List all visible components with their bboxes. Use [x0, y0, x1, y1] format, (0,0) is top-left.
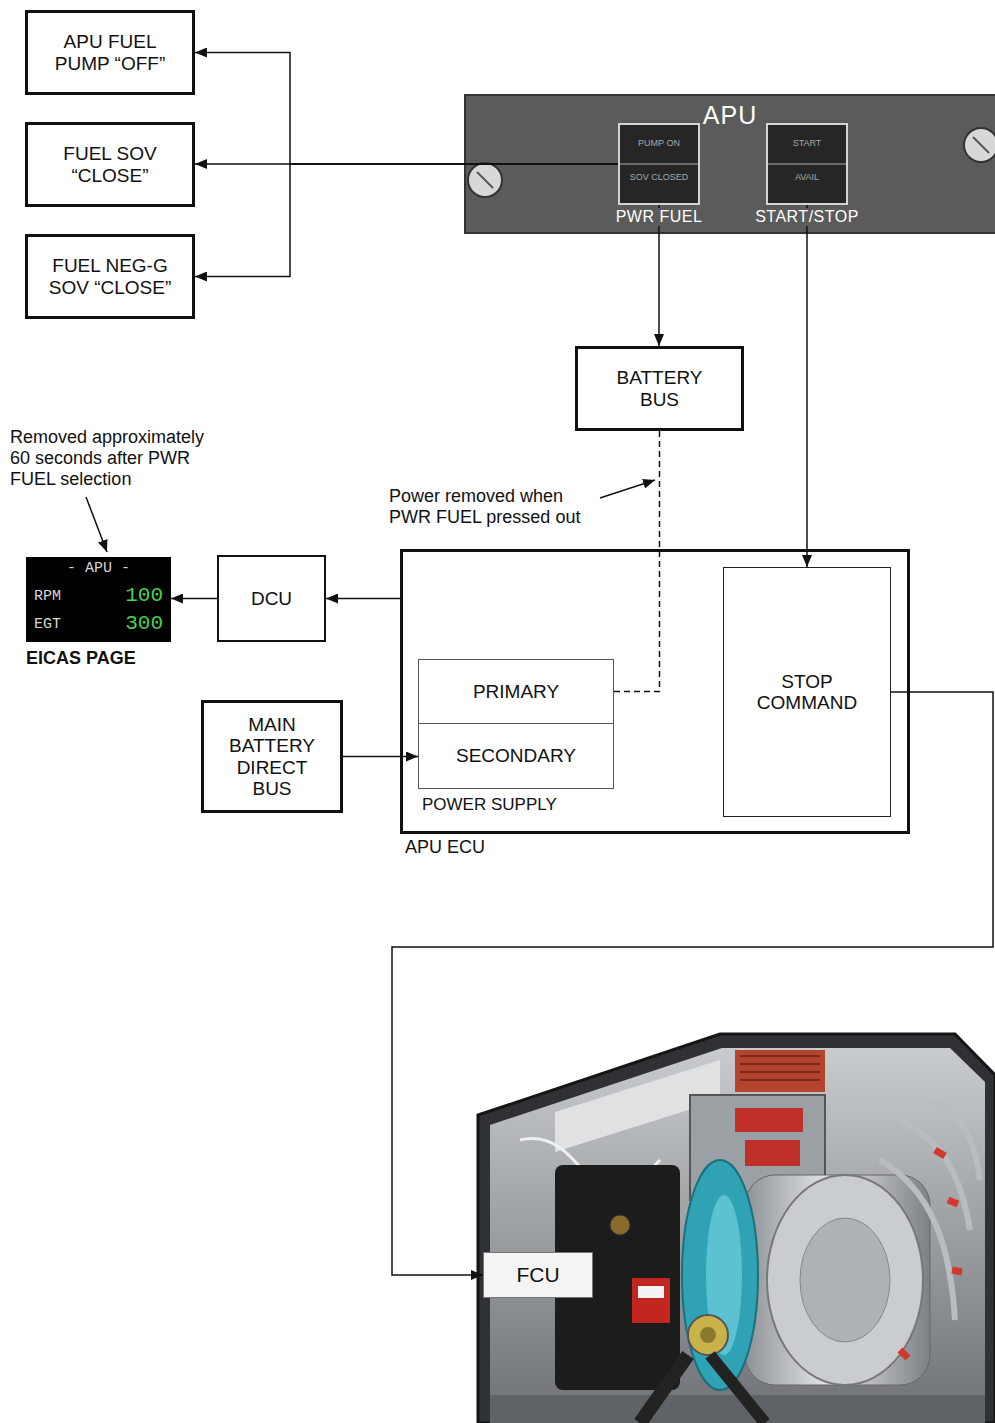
- note-text: Removed approximately 60 seconds after P…: [10, 427, 225, 490]
- teal-housing: [682, 1160, 758, 1390]
- power-supply: POWER SUPPLYPRIMARYSECONDARY: [418, 659, 614, 789]
- data-plate: [745, 1140, 800, 1166]
- gauge-center: [700, 1327, 716, 1343]
- connector-arrow: [195, 53, 618, 165]
- compartment-wall: [490, 1048, 985, 1423]
- supply-section: SECONDARY: [418, 723, 614, 789]
- status-box: APU FUEL PUMP “OFF”: [25, 10, 195, 95]
- coil-ribs: [740, 1056, 820, 1080]
- connector-arrow: [195, 164, 618, 277]
- node-text: START/STOP: [752, 208, 862, 226]
- node-text: FCU: [516, 1263, 559, 1287]
- node-text: START: [768, 139, 846, 149]
- node-text: PWR FUEL: [613, 208, 706, 226]
- node-text: EGT: [34, 617, 61, 634]
- bus-box: MAIN BATTERY DIRECT BUS: [201, 700, 343, 813]
- node-text: SECONDARY: [456, 745, 576, 766]
- node-text: STOP COMMAND: [747, 671, 867, 714]
- leader-line: [86, 497, 107, 552]
- node-text: AVAIL: [768, 173, 846, 183]
- tag-plate: [638, 1286, 664, 1298]
- leader-line: [600, 480, 655, 498]
- ecu-box: APU ECUPOWER SUPPLYPRIMARYSECONDARYSTOP …: [400, 549, 910, 834]
- node-text: EICAS PAGE: [26, 648, 136, 668]
- note-text: Power removed when PWR FUEL pressed out: [389, 486, 594, 528]
- screw-slot: [973, 137, 989, 153]
- dcu-box: DCU: [217, 555, 326, 642]
- command-box: STOP COMMAND: [723, 567, 891, 817]
- node-text: - APU -: [26, 561, 171, 578]
- screw-slot: [477, 172, 493, 188]
- pipes: [880, 1100, 980, 1320]
- connector-arrow: [326, 598, 400, 600]
- node-text: FUEL NEG-G SOV “CLOSE”: [48, 255, 173, 298]
- node-text: 300: [125, 612, 163, 636]
- red-tag: [632, 1278, 670, 1323]
- supply-section: PRIMARY: [418, 659, 614, 724]
- node-text: APU ECU: [405, 837, 485, 857]
- control-panel: APU PUMP ON SOV CLOSED PWR FUEL START AVAIL ST…: [465, 95, 995, 233]
- node-text: APU: [465, 101, 995, 129]
- eicas-display: - APU -RPM100EGT300EICAS PAGE: [26, 557, 171, 642]
- panel-screw: [468, 163, 502, 197]
- data-plate: [735, 1108, 803, 1132]
- status-box: FUEL SOV “CLOSE”: [25, 122, 195, 207]
- connector-arrow: [614, 431, 660, 692]
- connector-arrow: [806, 205, 808, 567]
- node-text: MAIN BATTERY DIRECT BUS: [226, 714, 318, 799]
- connector-arrow: [658, 205, 660, 346]
- node-text: SOV CLOSED: [620, 173, 698, 183]
- connector-arrow: [343, 756, 418, 758]
- support-tube: [710, 1355, 765, 1423]
- part-tag: FCU: [483, 1252, 593, 1298]
- node-text: APU FUEL PUMP “OFF”: [50, 31, 170, 74]
- fitting: [610, 1215, 630, 1235]
- red-coil: [735, 1050, 825, 1092]
- node-text: DCU: [251, 588, 292, 609]
- gauge: [688, 1315, 728, 1355]
- apu-housing: [478, 1034, 995, 1423]
- pushbutton: STARTAVAILSTART/STOP: [766, 123, 848, 205]
- connector-arrow: [392, 692, 993, 1275]
- pushbutton: PUMP ONSOV CLOSEDPWR FUEL: [618, 123, 700, 205]
- node-text: 100: [125, 584, 163, 608]
- panel-screw: [964, 128, 995, 162]
- node-text: PRIMARY: [473, 681, 559, 702]
- compressor-hub: [800, 1218, 890, 1342]
- apu-photo: [478, 1034, 995, 1423]
- compartment-floor: [490, 1395, 985, 1423]
- node-text: RPM: [34, 589, 61, 606]
- node-text: FUEL SOV “CLOSE”: [55, 143, 165, 186]
- node-text: POWER SUPPLY: [422, 795, 557, 814]
- bus-box: BATTERY BUS: [575, 346, 744, 431]
- node-text: BATTERY BUS: [610, 367, 710, 410]
- pipe-clamps: [900, 1150, 962, 1358]
- support-tube: [640, 1355, 688, 1423]
- node-text: PUMP ON: [620, 139, 698, 149]
- status-box: FUEL NEG-G SOV “CLOSE”: [25, 234, 195, 319]
- connector-arrow: [171, 598, 217, 600]
